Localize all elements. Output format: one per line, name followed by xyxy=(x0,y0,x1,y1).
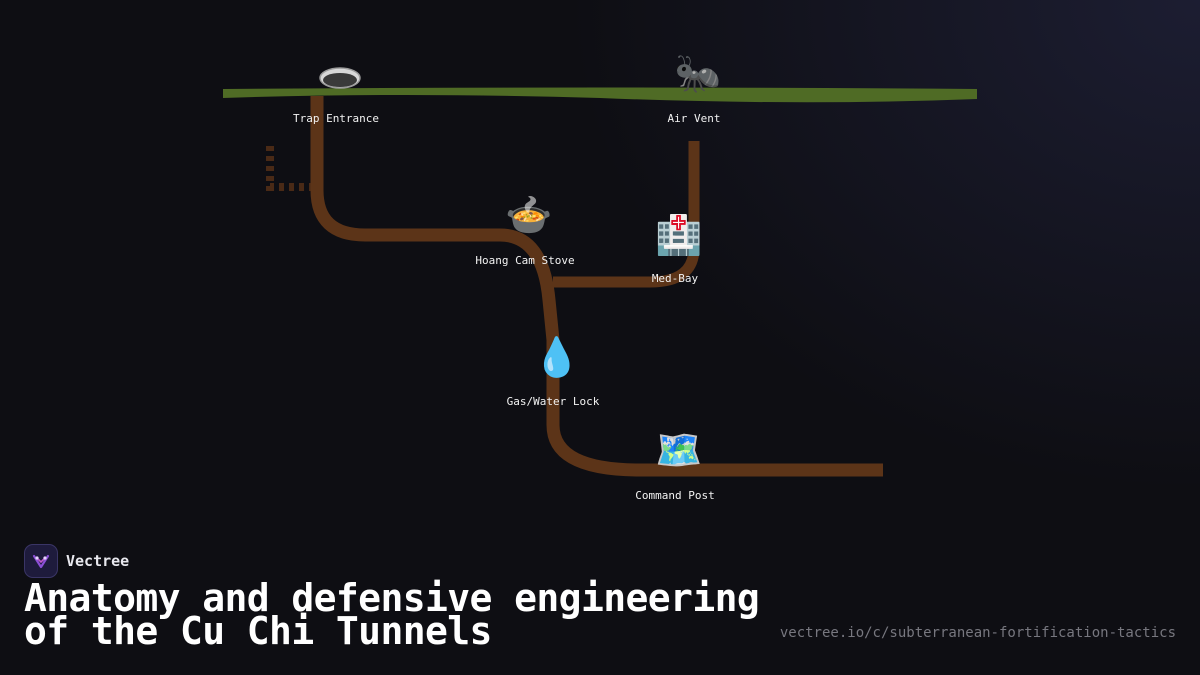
node-label: Med-Bay xyxy=(652,272,699,285)
ground-surface xyxy=(223,87,977,103)
hidden-side-passage xyxy=(266,146,317,191)
node-label: Gas/Water Lock xyxy=(507,395,600,408)
node-label: Command Post xyxy=(635,489,714,502)
brand: Vectree xyxy=(24,544,129,578)
source-url[interactable]: vectree.io/c/subterranean-fortification-… xyxy=(779,625,1176,641)
manhole-icon xyxy=(319,67,361,89)
node-label: Trap Entrance xyxy=(293,112,379,125)
node-label: Air Vent xyxy=(668,112,721,125)
brand-name: Vectree xyxy=(66,552,130,570)
hospital-icon: 🏥 xyxy=(655,213,702,257)
node-gas-water-lock: 💧 Gas/Water Lock xyxy=(507,335,600,408)
node-trap-entrance: Trap Entrance xyxy=(293,67,379,125)
vectree-logo-icon xyxy=(24,544,58,578)
air-vent-shaft xyxy=(553,141,700,288)
page-title: Anatomy and defensive engineering of the… xyxy=(24,576,760,653)
node-air-vent: 🐜 Air Vent xyxy=(668,51,722,125)
node-label: Hoang Cam Stove xyxy=(475,254,574,267)
main-tunnel xyxy=(310,96,883,477)
world-map-icon: 🗺️ xyxy=(655,428,702,472)
node-command-post: 🗺️ Command Post xyxy=(635,428,714,502)
ant-icon: 🐜 xyxy=(674,51,721,95)
node-med-bay: 🏥 Med-Bay xyxy=(652,213,703,285)
stew-pot-icon: 🍲 xyxy=(505,193,552,237)
tunnel-diagram: Trap Entrance 🐜 Air Vent 🍲 Hoang Cam Sto… xyxy=(223,51,977,502)
node-hoang-cam-stove: 🍲 Hoang Cam Stove xyxy=(475,193,574,267)
water-drop-icon: 💧 xyxy=(533,335,580,379)
